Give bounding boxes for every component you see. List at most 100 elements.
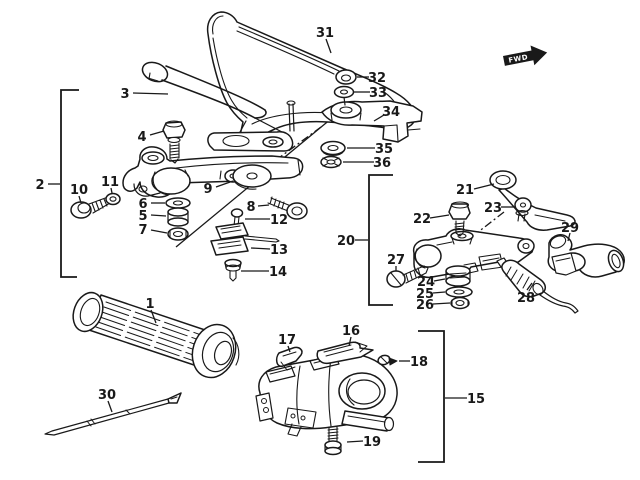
- part-27-label: 27: [387, 253, 405, 268]
- part-29-leader-line: [567, 232, 571, 242]
- part-1-leader-line: [150, 309, 157, 324]
- part-21-label: 21: [456, 183, 474, 198]
- part-10-bolt: [70, 196, 112, 219]
- part-27-screw: [386, 265, 429, 288]
- part-34-leader-line: [373, 114, 385, 122]
- part-11-label: 11: [101, 175, 119, 190]
- part-25-washer: [445, 286, 473, 298]
- part-3-leader-line: [132, 92, 169, 95]
- part-17-leader-line: [287, 345, 291, 353]
- part-26-leader-line: [432, 302, 451, 305]
- part-16-leader-line: [348, 336, 352, 347]
- part-14-label: 14: [269, 265, 287, 280]
- group-20-bracket: [368, 174, 393, 306]
- part-31-leader-line: [325, 38, 332, 54]
- fwd-arrow-label: FWD: [508, 53, 529, 65]
- part-10-label: 10: [70, 183, 88, 198]
- part-12-screw: [230, 208, 244, 230]
- part-21-leader-line: [473, 183, 495, 190]
- part-19-leader-line: [346, 440, 364, 443]
- part-30-rod-shape: [44, 392, 182, 436]
- part-28-switch-plunger: [496, 257, 579, 314]
- part-5-label: 5: [138, 209, 147, 224]
- part-26-nut: [450, 296, 470, 310]
- part-35-label: 35: [375, 142, 393, 157]
- part-33-label: 33: [369, 86, 387, 101]
- part-8-bolt: [267, 196, 308, 220]
- part-34-label: 34: [382, 105, 400, 120]
- part-19-label: 19: [363, 435, 381, 450]
- group-15-switch-housing-assembly: [255, 341, 398, 456]
- group-2-bracket-assembly: [70, 120, 308, 282]
- part-26-label: 26: [416, 298, 434, 313]
- part-25-label: 25: [416, 287, 434, 302]
- annotations: 1234567891011121314151617181920212223242…: [35, 26, 579, 463]
- part-29-label: 29: [561, 221, 579, 236]
- part-6-washer: [165, 197, 191, 209]
- part-22-label: 22: [413, 212, 431, 227]
- part-30-label: 30: [98, 388, 116, 403]
- part-4-label: 4: [137, 130, 146, 145]
- part-17-label: 17: [278, 333, 296, 348]
- part-29-lever-holder: [547, 234, 625, 278]
- part-8-leader-line: [257, 204, 270, 207]
- part-35-nut: [320, 140, 346, 156]
- part-19-bolt: [324, 426, 342, 456]
- part-24-guide: [445, 262, 479, 287]
- group-20-holder-assembly: [386, 170, 625, 314]
- part-22-leader-line: [429, 214, 450, 219]
- part-1-grip-shape: [72, 291, 240, 379]
- part-33-washer: [333, 85, 355, 99]
- group-15-bracket: [418, 330, 445, 463]
- part-8-label: 8: [246, 200, 255, 215]
- part-23-label: 23: [484, 201, 502, 216]
- part-5-leader-line: [150, 214, 167, 217]
- part-3-lever-shape: [141, 61, 296, 152]
- part-20-label: 20: [337, 234, 355, 249]
- part-32-nut: [335, 69, 357, 85]
- part-31-label: 31: [316, 26, 334, 41]
- part-13-label: 13: [270, 243, 288, 258]
- part-7-leader-line: [150, 229, 168, 234]
- part-16-label: 16: [342, 324, 360, 339]
- part-15-label: 15: [467, 392, 485, 407]
- diagram-artwork: [44, 11, 625, 456]
- part-9-disc-washer: [232, 164, 272, 190]
- part-16-switch-slider: [316, 341, 374, 365]
- part-5-spacer: [167, 207, 189, 227]
- part-32-label: 32: [368, 71, 386, 86]
- part-25-leader-line: [432, 291, 446, 294]
- part-14-screw: [224, 258, 242, 282]
- part-4-adjuster-bolt: [162, 120, 186, 164]
- part-28-leader-line: [526, 282, 533, 291]
- fwd-direction-arrow-icon: FWD: [503, 45, 548, 66]
- part-13-cable-clamp: [210, 222, 280, 256]
- part-18-label: 18: [410, 355, 428, 370]
- part-24-leader-line: [433, 278, 446, 282]
- part-18-screw: [377, 354, 398, 366]
- group-2-bracket: [60, 89, 79, 278]
- part-1-label: 1: [145, 297, 154, 312]
- part-11-leader-line: [110, 187, 113, 194]
- part-3-label: 3: [120, 87, 129, 102]
- part-24-label: 24: [417, 275, 435, 290]
- part-6-label: 6: [138, 197, 147, 212]
- part-30-leader-line: [107, 400, 113, 413]
- part-4-leader-line: [149, 130, 165, 136]
- part-7-nut: [167, 227, 189, 241]
- part-7-label: 7: [138, 223, 147, 238]
- part-22-bolt: [448, 201, 471, 237]
- part-36-label: 36: [373, 156, 391, 171]
- part-9-label: 9: [203, 182, 212, 197]
- part-12-label: 12: [270, 213, 288, 228]
- part-32-33-35-36-fasteners: [320, 69, 362, 169]
- part-17-switch-knob: [275, 346, 303, 371]
- part-13-leader-line: [250, 247, 271, 250]
- holder-housing: [412, 228, 534, 279]
- part-28-label: 28: [517, 291, 535, 306]
- part-11-washer: [105, 192, 121, 206]
- part-23-pivot-pin: [514, 197, 532, 222]
- part-2-label: 2: [35, 178, 44, 193]
